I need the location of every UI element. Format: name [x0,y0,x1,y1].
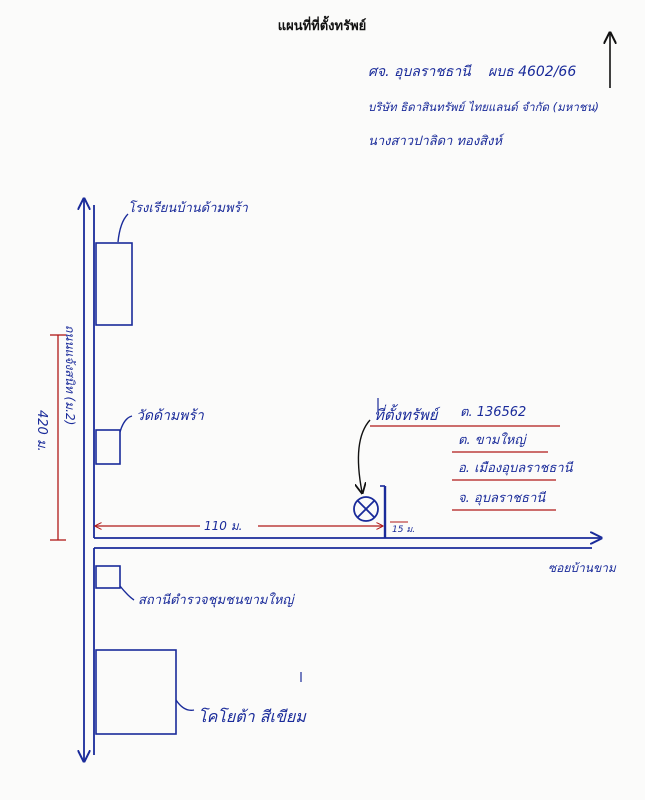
property-province: จ. อุบลราชธานี [458,490,547,506]
office-note: ศจ. อุบลราชธานี [368,64,472,80]
debtor-note: นางสาวปาลิดา ทองสิงห์ [368,133,505,149]
coyote-building [95,649,177,735]
side-road-label: ซอยบ้านขาม [548,561,617,575]
property-pointer-arrow [358,419,371,492]
landmark-coyote: โคโยต้า สีเขียม [198,707,307,726]
company-note: บริษัท ธิดาสินทรัพย์ ไทยแลนด์ จำกัด (มหา… [368,100,599,114]
property-district: อ. เมืองอุบลราชธานี [458,460,574,476]
police-building [95,565,121,589]
main-road [84,200,95,760]
property-subdistrict: ต. ขามใหญ่ [458,432,527,448]
horizontal-distance-label: 110 ม. [204,519,242,533]
landmark-police: สถานีตำรวจชุมชนขามใหญ่ [138,592,295,608]
property-marker-icon [353,496,379,522]
side-road [94,538,600,549]
vertical-distance-label: 420 ม. [34,410,49,452]
coyote-leader-line [175,699,195,711]
temple-leader-line [119,415,133,433]
vertical-distance-dimension [50,334,66,541]
police-leader-line [119,585,135,601]
page-title: แผนที่ที่ตั้งทรัพย์ [278,15,367,34]
landmark-temple: วัดด้ามพร้า [136,408,205,424]
property-label: ที่ตั้งทรัพย์ [374,404,441,424]
school-building [95,242,133,326]
main-road-label: ถนนแจ้งสนิท (ม.2) [63,325,77,425]
property-deed: ต. 136562 [460,405,526,420]
case-number: ผบธ 4602/66 [488,64,576,80]
landmark-school: โรงเรียนบ้านด้ามพร้า [128,200,249,216]
school-leader-line [117,213,129,243]
temple-building [95,429,121,465]
setback-label: 15 ม. [392,525,415,535]
